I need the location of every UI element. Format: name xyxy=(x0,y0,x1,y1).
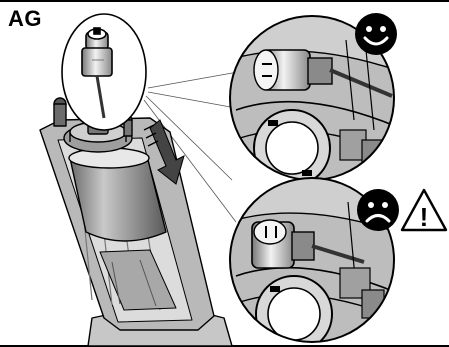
smiley-happy-icon xyxy=(355,13,397,55)
warning-triangle-icon: ! xyxy=(402,190,446,232)
pump-module xyxy=(40,98,232,346)
plug-detail-ellipse xyxy=(62,14,146,130)
smiley-sad-icon xyxy=(357,189,399,231)
warning-glyph: ! xyxy=(420,202,429,232)
